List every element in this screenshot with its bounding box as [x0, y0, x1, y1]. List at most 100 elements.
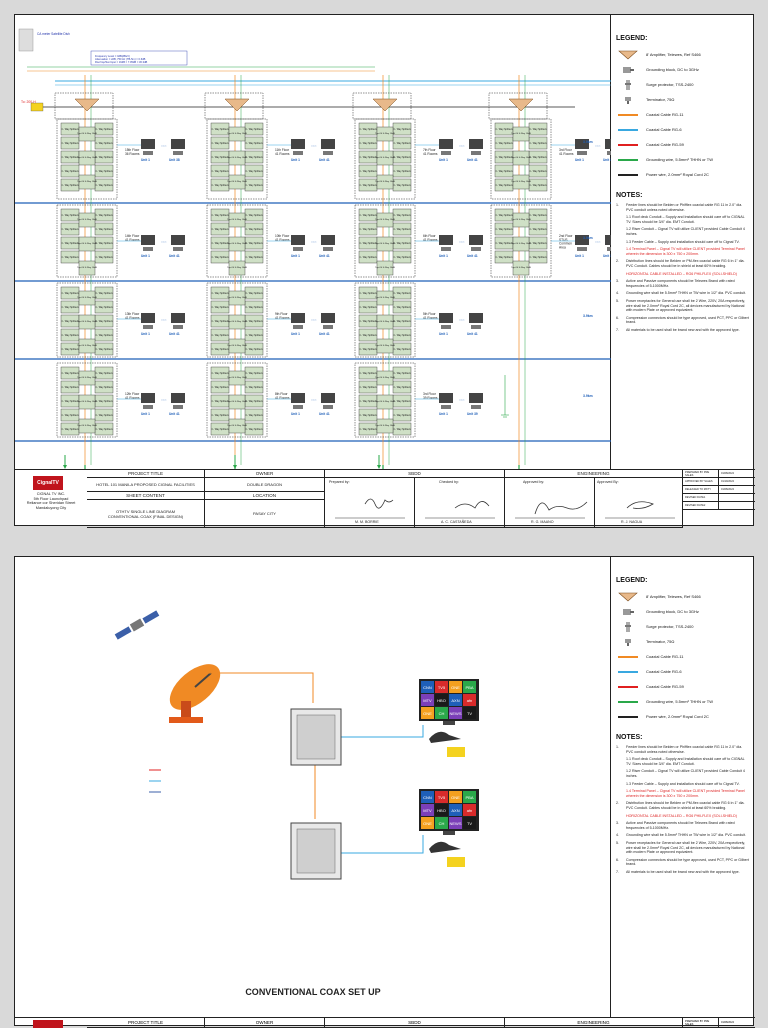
splitter-box [358, 300, 378, 314]
splitter-box [210, 250, 230, 264]
tv-2-stand [443, 831, 455, 835]
splitter-label: 4 - Way Splitters [61, 414, 79, 417]
note-text: Grounding wire shall be 5.5mm² THHN or T… [626, 291, 746, 296]
channel-logo-label: NEWS [450, 711, 462, 716]
splitter-label: 4 - Way Splitters [529, 156, 547, 159]
splitter-label: 4 - Way Splitters [61, 184, 79, 187]
splitter-label: 4 - Way Splitters [359, 228, 377, 231]
note-number [616, 247, 626, 256]
channel-logo-label: CNN [423, 795, 432, 800]
tap-off-box [228, 260, 246, 276]
splitter-box [494, 164, 514, 178]
note-item: 7.All materials to be used shall be bran… [616, 870, 750, 875]
channel-tile [421, 694, 434, 706]
splitter-label: 4 - Way Splitters [495, 128, 513, 131]
floor-enclosure [56, 282, 118, 358]
splitter-label: 4 - Way Splitters [211, 242, 229, 245]
splitter-label: 4 - Way Splitters [529, 256, 547, 259]
revision-label: REVISED DATE1 [683, 494, 719, 501]
approved-by-label: Approved by: [523, 480, 545, 484]
splitter-label: 4 - Way Splitters [211, 334, 229, 337]
tap-off-box [228, 174, 246, 190]
splitter-label: 4 - Way Splitters [61, 306, 79, 309]
splitter-label: 4 - Way Splitters [95, 320, 113, 323]
splitter-label: 4 - Way Splitters [61, 320, 79, 323]
satellite-dish-icon [169, 664, 221, 723]
unit-label-last: Unit 41 [169, 412, 180, 416]
splitter-box [244, 300, 264, 314]
splitter-label: 4 - Way Splitters [211, 214, 229, 217]
legend-item-label: 8' Amplifier, Telewes, Ref S466 [646, 594, 701, 599]
legend-item: Grounding block, DC to 3GHz [616, 604, 750, 619]
note-text: 1.4 Terminal Panel – Cignal TV will util… [626, 247, 745, 256]
tv-unit-icon [171, 393, 185, 403]
unit-label-last: Unit 41 [467, 158, 478, 162]
tv-unit-icon [171, 313, 185, 323]
splitter-label: 4 - Way Splitters [61, 214, 79, 217]
channel-tile [463, 681, 476, 693]
distance-label: 3.9km [583, 394, 593, 398]
stb-icon [323, 405, 333, 409]
tap-off-box [228, 418, 246, 434]
stb-icon [323, 325, 333, 329]
set-top-box-1-icon [429, 731, 461, 743]
legend-item: Surge protector, TSS-2400 [616, 77, 750, 92]
legend-item-label: Surge protector, TSS-2400 [646, 624, 694, 629]
tv-unit-icon [171, 235, 185, 245]
splitter-label: 4 - Way Splitters [95, 428, 113, 431]
note-item: 3.Active and Passive components should b… [616, 279, 750, 288]
satellite-label: CA meter Satellite Dish [37, 32, 70, 36]
frequency-note-box [90, 50, 188, 66]
splitter-label: 4 - Way Splitters [393, 256, 411, 259]
unit-label-first: Unit 1 [291, 158, 300, 162]
splitter-label: 4 - Way Splitters [211, 256, 229, 259]
splitter-label: 4 - Way Splitters [245, 320, 263, 323]
tap-off-box [78, 394, 96, 410]
floor-enclosure [490, 118, 552, 200]
note-text: HORIZONTAL CABLE INSTALLED – RG6 PHILFLE… [626, 813, 737, 818]
note-number [616, 240, 626, 245]
unit-label-last: Unit 41 [319, 158, 330, 162]
tap-off-label: Tap-Off 4-Way 16dB [227, 345, 247, 347]
notes-title: NOTES: [616, 192, 643, 199]
note-number [616, 757, 626, 766]
note-item: 1.1 Roof deck Conduit – Supply and Insta… [616, 757, 750, 766]
unit-label-first: Unit 1 [141, 158, 150, 162]
splitter-box [244, 250, 264, 264]
legend-item-label: 8' Amplifier, Telewes, Ref S466 [646, 52, 701, 57]
tv-unit-icon [141, 235, 155, 245]
unit-label-last: Unit 41 [467, 254, 478, 258]
note-item: 5.Power receptacles for General use shal… [616, 841, 750, 855]
tap-off-label: Tap-Off 4-Way 16dB [511, 243, 531, 245]
tap-off-box [376, 290, 394, 306]
note-text: Power receptacles for General use shall … [626, 298, 746, 313]
revision-row: REVISED DATE1 [683, 494, 755, 502]
approved-by2-label: Approved By: [597, 480, 619, 484]
legend-item-label: Coaxial Cable RG-59 [646, 684, 684, 689]
stb-icon [293, 325, 303, 329]
tap-off-box [78, 260, 96, 276]
tap-off-label: Tap-Off 4-Way 16dB [77, 297, 97, 299]
splitter-box [94, 250, 114, 264]
unit-label-last: Unit 41 [319, 412, 330, 416]
splitter-label: 4 - Way Splitters [359, 372, 377, 375]
tap-off-label: Tap-Off 4-Way 16dB [375, 321, 395, 323]
amplifier-icon [74, 98, 100, 112]
prepared-by-label: Prepared by: [329, 480, 350, 484]
note-text: 1.2 Riser Conduit – Cignal TV will utili… [626, 227, 745, 236]
splitter-box [210, 380, 230, 394]
note-number: 5. [616, 298, 619, 303]
cable-line-sample [618, 655, 638, 658]
ellipsis-dots: ○○○ [161, 398, 167, 402]
splitter-label: 4 - Way Splitters [95, 414, 113, 417]
splitter-label: 4 - Way Splitters [61, 348, 79, 351]
amplifier-enclosure [204, 92, 264, 120]
tap-off-box [78, 212, 96, 228]
floor-enclosure [206, 362, 268, 438]
revision-date: 01/19/2024 [721, 480, 734, 483]
